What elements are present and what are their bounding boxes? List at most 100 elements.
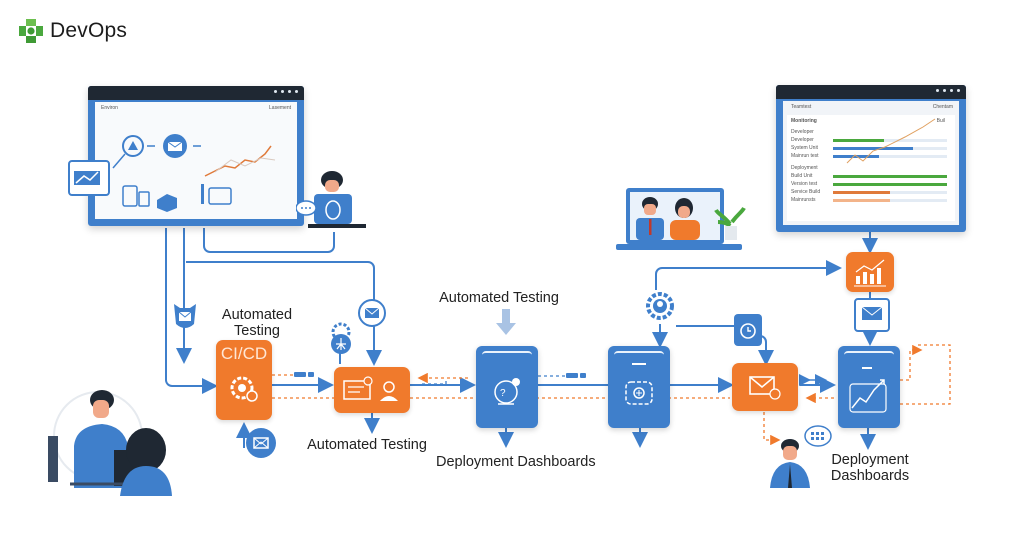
testing-top-label: Automated Testing bbox=[439, 290, 559, 306]
tablet-icon bbox=[122, 185, 138, 207]
left-monitor-illustration bbox=[112, 134, 276, 212]
green-cross-logo-icon bbox=[19, 19, 43, 43]
monitor-bar-fill bbox=[833, 147, 913, 150]
deploy-dash-label-1: Deployment Dashboards bbox=[436, 454, 596, 470]
down-arrow-icon bbox=[496, 309, 516, 337]
device-header bbox=[482, 351, 532, 361]
plant-icon bbox=[714, 206, 746, 228]
monitor-row-label: Build Unit bbox=[791, 173, 813, 179]
mail-box-icon[interactable] bbox=[854, 298, 890, 332]
window-titlebar bbox=[88, 86, 304, 100]
deployment-dashboard-node-1[interactable]: ? bbox=[476, 346, 538, 428]
connector-chip-3 bbox=[566, 373, 578, 378]
gear-circuit-icon bbox=[625, 363, 653, 405]
monitor-bar-fill bbox=[833, 199, 890, 202]
trend-chart-icon bbox=[849, 367, 887, 413]
bar-chart-icon bbox=[854, 259, 886, 287]
deploy-dash-label-2: Deployment Dashboards bbox=[822, 452, 918, 484]
monitor-row-label: Deployment bbox=[791, 165, 818, 171]
gear-lock-icon[interactable] bbox=[644, 288, 676, 324]
user-pin-icon bbox=[383, 381, 395, 393]
cicd-node[interactable]: CI/CD bbox=[216, 340, 272, 420]
device-header bbox=[614, 351, 664, 361]
tab-right[interactable]: Lasement bbox=[269, 105, 291, 111]
cicd-title: CI/CD bbox=[220, 344, 268, 363]
window-content: Environ Lasement bbox=[95, 102, 297, 219]
gear-rocket-icon bbox=[230, 376, 258, 402]
deploy-dash-label-2-line1: Deployment bbox=[831, 452, 909, 468]
dashed-dash3-loop-outer bbox=[900, 344, 951, 405]
box-icon bbox=[157, 194, 177, 212]
deployment-dashboard-node-3[interactable] bbox=[838, 346, 900, 428]
monitor-bar-track bbox=[833, 191, 947, 194]
mail-badge-icon[interactable] bbox=[246, 428, 276, 458]
support-person bbox=[768, 424, 834, 488]
gear-settings-icon[interactable] bbox=[326, 322, 356, 358]
notification-mail-node[interactable] bbox=[732, 363, 798, 411]
dashed-dash3-loop bbox=[900, 344, 923, 381]
wire-monitor-to-cicd bbox=[165, 228, 218, 394]
monitor-trend-line bbox=[846, 118, 936, 164]
shield-logo-icon bbox=[325, 200, 341, 220]
monitor-bar-fill bbox=[833, 175, 947, 178]
question-puzzle-icon: ? bbox=[494, 378, 520, 405]
right-monitor-window[interactable]: Teamtest Chentam Monitoring Buil Develop… bbox=[776, 85, 966, 232]
monitor-bar-fill bbox=[833, 183, 947, 186]
monitor-row-label: Mainrunsts bbox=[791, 197, 816, 203]
cicd-top-label: Automated Testing bbox=[221, 307, 293, 339]
mail-shield-icon[interactable] bbox=[170, 300, 200, 334]
meeting-illustration bbox=[40, 380, 180, 496]
monitor-row-label: Mainrun test bbox=[791, 153, 819, 159]
wire-gearlock-to-chart bbox=[655, 260, 842, 290]
panel-control[interactable]: Buil bbox=[936, 118, 945, 124]
panel-title: Monitoring bbox=[791, 118, 817, 124]
monitor-row-label: Version test bbox=[791, 181, 818, 187]
video-call-laptop bbox=[614, 186, 746, 254]
window-titlebar bbox=[776, 85, 966, 99]
chart-card-icon bbox=[68, 160, 110, 196]
devops-logo: DevOps bbox=[18, 18, 127, 44]
window-content: Teamtest Chentam Monitoring Buil Develop… bbox=[783, 101, 959, 225]
triangle-circle-icon bbox=[122, 135, 144, 157]
device-header bbox=[844, 351, 894, 361]
connector-chip-4 bbox=[580, 373, 586, 378]
deploy-dash-label-2-line2: Dashboards bbox=[830, 468, 910, 484]
monitor-row-label: Developer bbox=[791, 129, 814, 135]
clock-clipboard-icon[interactable] bbox=[734, 312, 762, 346]
test-card-icon bbox=[343, 376, 398, 401]
connector-chip-2 bbox=[308, 372, 314, 377]
chat-keypad-icon bbox=[804, 425, 832, 447]
dashed-mail-to-person bbox=[763, 412, 781, 446]
tab-left[interactable]: Teamtest bbox=[791, 104, 812, 110]
left-monitor-window[interactable]: Environ Lasement bbox=[88, 86, 304, 226]
monitor-bar-track bbox=[833, 183, 947, 186]
mail-alert-icon bbox=[749, 376, 781, 400]
monitor-cloud-icon bbox=[208, 187, 232, 205]
monitor-bar-track bbox=[833, 147, 947, 150]
monitor-bar-track bbox=[833, 139, 947, 142]
brand-name: DevOps bbox=[50, 19, 128, 42]
monitor-bar-track bbox=[833, 155, 947, 158]
developer-at-laptop bbox=[295, 168, 368, 230]
monitor-row-label: Developer bbox=[791, 137, 814, 143]
automated-testing-node[interactable] bbox=[334, 367, 410, 413]
testing-bottom-label: Automated Testing bbox=[307, 437, 427, 453]
monitor-row-label: System Unit bbox=[791, 145, 818, 151]
dashed-blue-testing bbox=[422, 378, 447, 385]
monitor-bar-fill bbox=[833, 155, 879, 158]
monitor-bar-fill bbox=[833, 139, 885, 142]
wire-monitor-to-person bbox=[203, 228, 335, 253]
connector-chip-1 bbox=[294, 372, 306, 377]
speech-mail-icon[interactable] bbox=[356, 298, 388, 330]
wire-monitor-to-testing bbox=[186, 261, 382, 366]
tab-left[interactable]: Environ bbox=[101, 105, 118, 111]
monitor-bar-track bbox=[833, 175, 947, 178]
analytics-node[interactable] bbox=[846, 252, 894, 292]
tab-right[interactable]: Chentam bbox=[932, 104, 953, 110]
monitor-bar-fill bbox=[833, 191, 890, 194]
deployment-dashboard-node-2[interactable] bbox=[608, 346, 670, 428]
monitor-row-label: Service Build bbox=[791, 189, 821, 195]
trend-line bbox=[204, 145, 272, 177]
svg-text:?: ? bbox=[500, 388, 506, 399]
